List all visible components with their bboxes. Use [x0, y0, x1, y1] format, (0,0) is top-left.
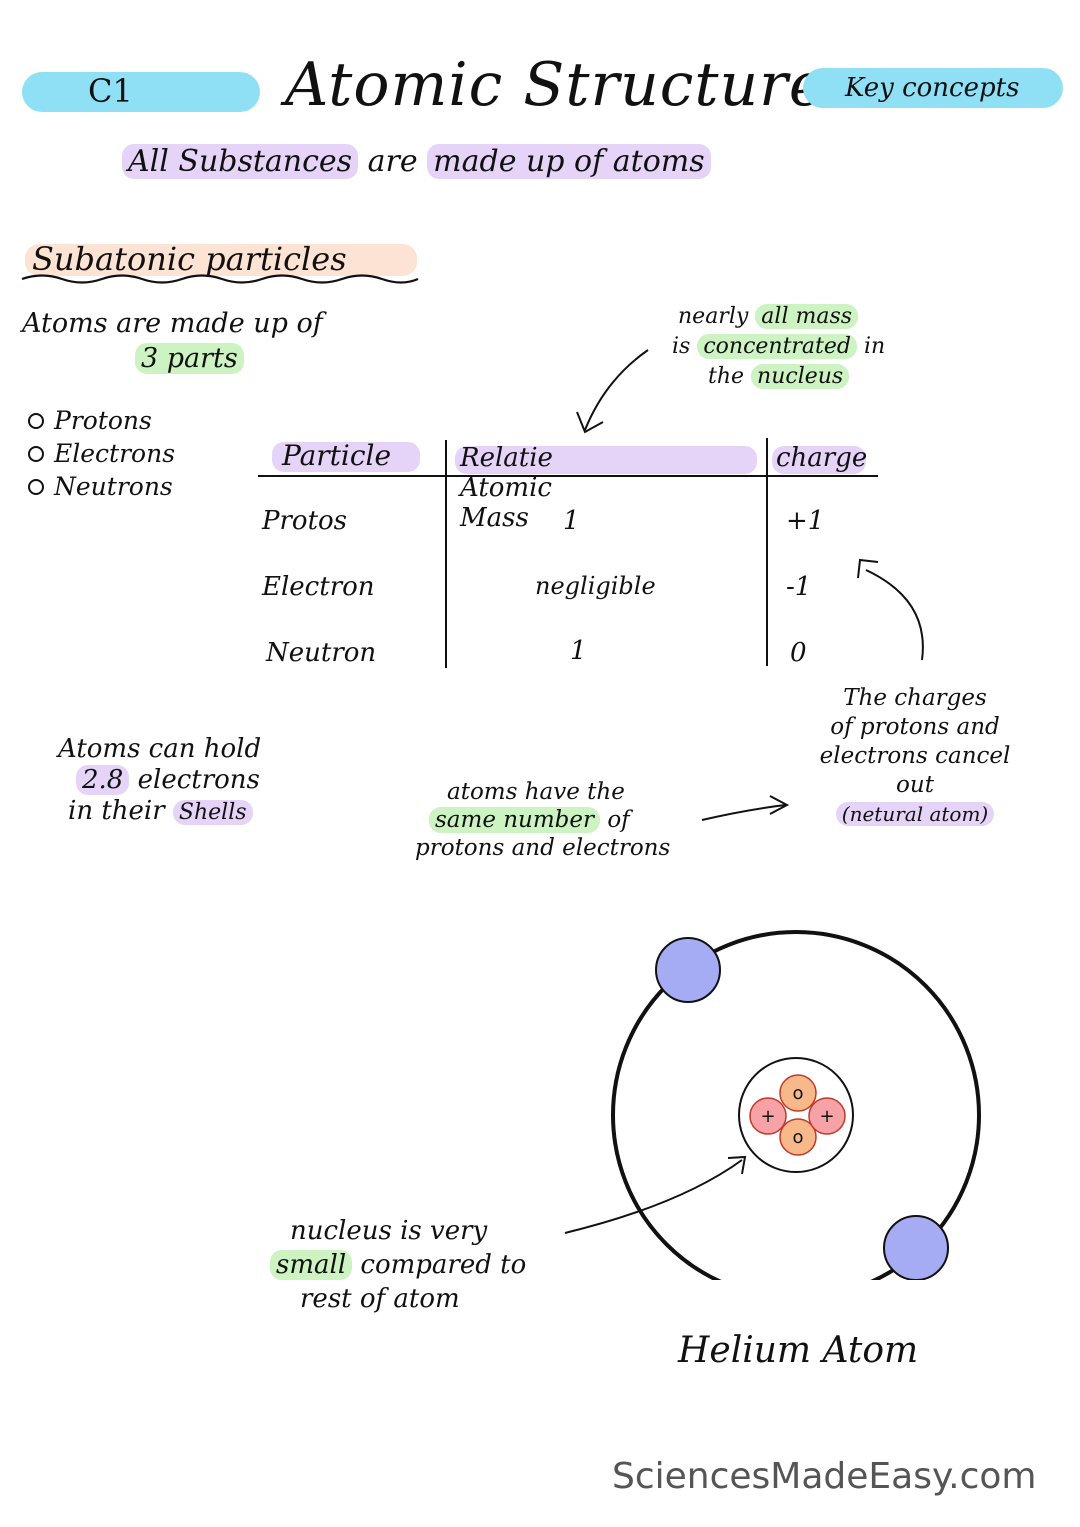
- neutron: [779, 1118, 817, 1156]
- page-title: Atomic Structure: [285, 50, 826, 120]
- list-item-label: Neutrons: [54, 472, 173, 501]
- table-cell-charge: 0: [790, 638, 807, 668]
- bullet-icon: [28, 478, 44, 495]
- table-cell-charge: +1: [786, 506, 825, 536]
- charges-note-line: out: [896, 772, 934, 798]
- helium-atom-diagram: o o + +: [611, 930, 981, 1280]
- proton-label: +: [760, 1106, 775, 1127]
- section-heading: Subatonic particles: [32, 240, 347, 278]
- charges-note: The charges of protons and electrons can…: [800, 684, 1030, 829]
- electron: [883, 1215, 949, 1280]
- subtitle-highlight-2: made up of atoms: [427, 144, 711, 179]
- arrow-mass-to-table: [584, 349, 649, 431]
- shells-note-highlight: Shells: [172, 800, 253, 825]
- diagram-caption: Helium Atom: [678, 1330, 919, 1371]
- table-cell-mass: negligible: [535, 572, 656, 600]
- table-cell-mass: 1: [563, 506, 580, 536]
- table-cell-mass: 1: [570, 636, 587, 666]
- nucleus-boundary: [738, 1057, 854, 1173]
- table-cell-particle: Electron: [262, 572, 375, 602]
- header-badge-right-label: Key concepts: [845, 73, 1020, 103]
- list-item: Protons: [28, 406, 175, 435]
- arrow-same-number: [701, 804, 786, 821]
- charges-note-line: of protons and: [830, 714, 1000, 740]
- nucleus-note-line: nucleus is very: [290, 1216, 488, 1246]
- nucleus-note-text: compared to: [360, 1250, 527, 1280]
- bullet-icon: [28, 412, 44, 429]
- mass-note-text: in: [864, 334, 886, 359]
- table-header-highlight: [272, 442, 420, 472]
- charges-note-line: The charges: [843, 685, 987, 711]
- table-header-rule: [258, 475, 878, 477]
- section-heading-bg: [25, 244, 417, 276]
- table-column-rule: [766, 438, 768, 666]
- arrow-head: [727, 1155, 747, 1175]
- bullet-icon: [28, 445, 44, 462]
- subtitle: All Substances are made up of atoms: [122, 144, 711, 179]
- table-cell-particle: Protos: [262, 506, 348, 536]
- footer-brand: SciencesMadeEasy.com: [612, 1456, 1037, 1497]
- shells-note-text: in their: [68, 796, 165, 826]
- mass-note-highlight: nucleus: [751, 364, 850, 389]
- proton: [749, 1097, 787, 1135]
- same-number-line: protons and electrons: [415, 835, 671, 861]
- proton-label: +: [819, 1106, 834, 1127]
- table-header-highlight: [455, 446, 757, 474]
- particle-list: Protons Electrons Neutrons: [28, 406, 175, 501]
- intro-line-1: Atoms are made up of: [22, 308, 323, 339]
- nucleus-note: nucleus is very small compared to rest o…: [270, 1214, 526, 1316]
- nucleus-note-line: rest of atom: [300, 1284, 460, 1314]
- same-number-text: of: [607, 807, 630, 833]
- mass-note-highlight: concentrated: [697, 334, 857, 359]
- table-header-mass: Relatie Atomic Mass: [460, 443, 553, 533]
- mass-note: nearly all mass is concentrated in the n…: [672, 302, 885, 392]
- list-item-label: Electrons: [54, 439, 176, 468]
- charges-note-line: electrons cancel: [819, 743, 1011, 769]
- mass-note-text: nearly: [678, 304, 749, 329]
- shells-note-text: electrons: [137, 765, 260, 795]
- proton: [808, 1097, 846, 1135]
- nucleus-note-highlight: small: [270, 1250, 353, 1280]
- table-cell-charge: -1: [786, 572, 812, 602]
- same-number-note: atoms have the same number of protons an…: [415, 778, 670, 862]
- mass-note-text: is: [672, 334, 691, 359]
- list-item: Neutrons: [28, 472, 175, 501]
- shells-note-line: Atoms can hold: [58, 734, 262, 764]
- subtitle-highlight-1: All Substances: [122, 144, 359, 179]
- table-header-highlight: [772, 446, 866, 474]
- arrow-head: [857, 558, 879, 579]
- header-badge-right: [803, 68, 1063, 108]
- subtitle-text-2: are: [367, 144, 418, 179]
- intro-line-2: 3 parts: [135, 343, 244, 374]
- intro-highlight: 3 parts: [135, 343, 244, 374]
- arrow-charges: [865, 569, 924, 661]
- neutron: [779, 1074, 817, 1112]
- section-heading-underline: [21, 274, 419, 284]
- shells-note: Atoms can hold 2.8 electrons in their Sh…: [58, 734, 261, 828]
- table-cell-particle: Neutron: [266, 638, 377, 668]
- same-number-highlight: same number: [429, 807, 601, 833]
- electron: [655, 937, 721, 1003]
- table-column-rule: [445, 440, 447, 668]
- list-item: Electrons: [28, 439, 175, 468]
- electron-shell: [611, 930, 981, 1280]
- arrow-nucleus: [564, 1159, 743, 1234]
- neutron-label: o: [792, 1127, 803, 1148]
- mass-note-text: the: [708, 364, 745, 389]
- same-number-line: atoms have the: [447, 779, 625, 805]
- table-header-charge: charge: [776, 443, 868, 473]
- header-badge-left: [22, 72, 260, 112]
- neutron-label: o: [792, 1083, 803, 1104]
- arrow-head: [576, 411, 604, 434]
- header-badge-left-label: C1: [88, 72, 133, 110]
- list-item-label: Protons: [54, 406, 152, 435]
- arrow-head: [769, 795, 790, 815]
- charges-note-highlight: (netural atom): [835, 802, 995, 826]
- shells-note-highlight: 2.8: [76, 765, 130, 795]
- table-header-particle: Particle: [282, 439, 392, 472]
- mass-note-highlight: all mass: [755, 304, 859, 329]
